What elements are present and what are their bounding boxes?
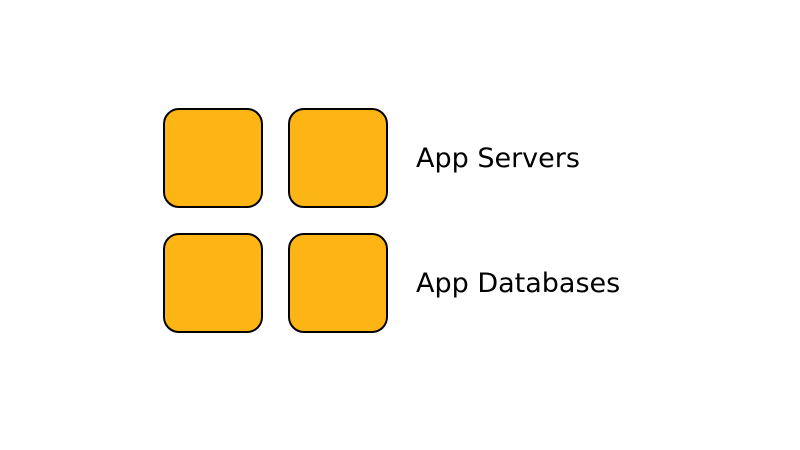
app-database-box — [163, 233, 263, 333]
app-database-box — [288, 233, 388, 333]
app-databases-label: App Databases — [416, 268, 621, 299]
app-server-box — [288, 108, 388, 208]
app-servers-label: App Servers — [416, 143, 580, 174]
app-server-box — [163, 108, 263, 208]
